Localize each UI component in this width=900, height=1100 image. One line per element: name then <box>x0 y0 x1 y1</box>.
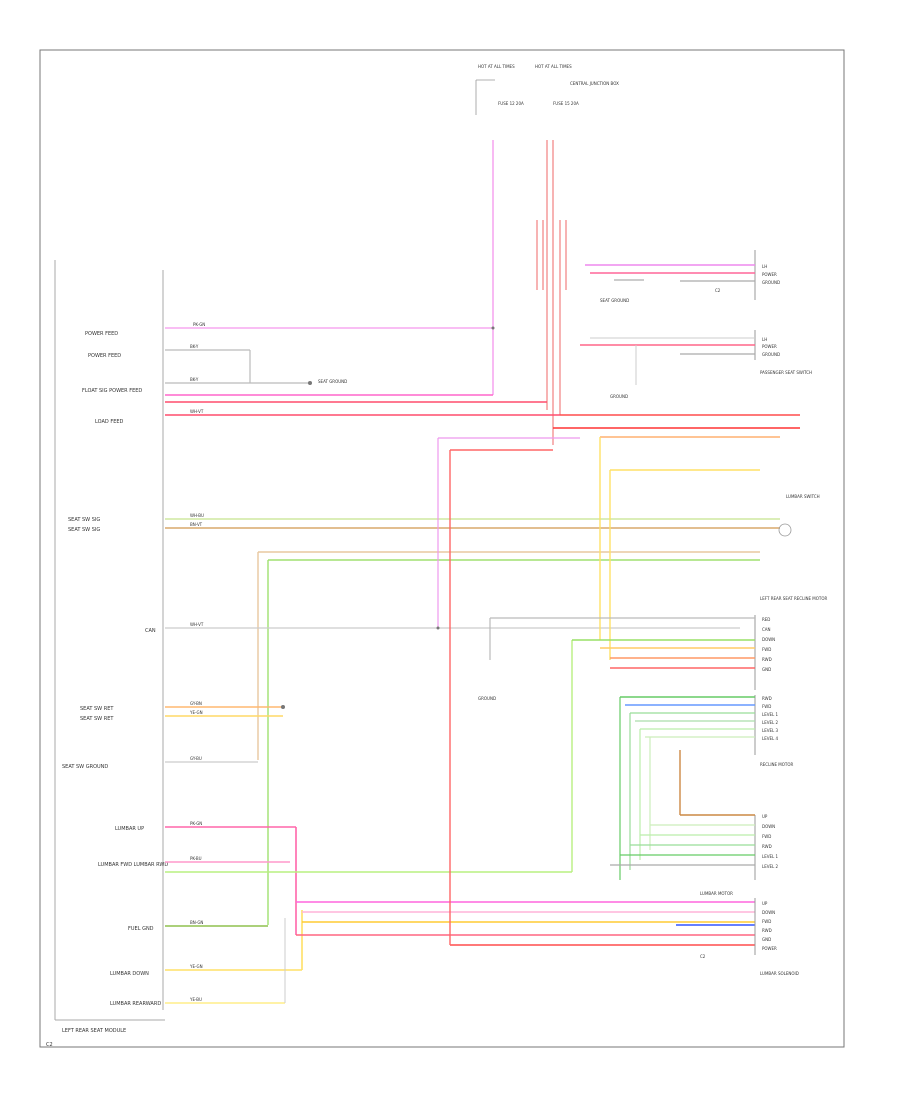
left-module-caption: LEFT REAR SEAT MODULE <box>62 1028 126 1034</box>
pin-label-12: FUEL GND <box>128 926 154 932</box>
lumbar-motor-pin-0: UP <box>762 814 768 819</box>
recline-caption: RECLINE MOTOR <box>760 762 793 767</box>
pin-label-11: LUMBAR FWD LUMBAR RWD <box>98 862 168 868</box>
lumbar-motor-pin-2: FWD <box>762 834 771 839</box>
lumbar-switch-caption: LUMBAR SWITCH <box>786 494 820 499</box>
wire-13: YE-GN <box>189 964 203 969</box>
recline-pin-5: LEVEL 4 <box>762 736 779 741</box>
recline-pin-1: FWD <box>762 704 771 709</box>
solenoid-caption: LUMBAR SOLENOID <box>760 971 799 976</box>
recline-pin-3: LEVEL 2 <box>762 720 779 725</box>
wire-4: WH-BU <box>190 513 204 518</box>
wire-14: YE-BU <box>189 997 202 1002</box>
pin-label-3: LOAD FEED <box>95 419 124 425</box>
pin-label-10: LUMBAR UP <box>115 826 144 832</box>
pin-label-14: LUMBAR REARWARD <box>110 1001 161 1007</box>
pin-label-0: POWER FEED <box>85 331 118 337</box>
fuse-right-title: HOT AT ALL TIMES <box>535 64 572 69</box>
footer-connector: C2 <box>46 1042 53 1048</box>
pin-label-5: SEAT SW SIG <box>68 527 100 533</box>
left-ground: SEAT GROUND <box>250 326 495 709</box>
lumbar-motor-pin-1: DOWN <box>762 824 775 829</box>
left-wires: PK-GN BK-Y BK-Y WH-VT WH-BU BN-VT WH-VT … <box>165 322 780 1004</box>
pin-label-1: POWER FEED <box>88 353 121 359</box>
pass-switch-pin-1: POWER <box>762 344 777 349</box>
solenoid-connector: C2 <box>700 954 706 959</box>
fuse-left-number: FUSE 12 20A <box>498 101 524 106</box>
recline-motor: RWD FWD LEVEL 1 LEVEL 2 LEVEL 3 LEVEL 4 … <box>619 695 793 880</box>
lumbar-motor: UP DOWN FWD RWD LEVEL 1 LEVEL 2 LUMBAR M… <box>610 750 779 896</box>
rear-recline-module: LEFT REAR SEAT RECLINE MOTOR RED CAN DOW… <box>478 596 827 701</box>
top-fuse-left: HOT AT ALL TIMES FUSE 12 20A <box>475 64 524 115</box>
lumbar-bus <box>296 437 755 946</box>
wire-12: BN-GN <box>190 920 203 925</box>
ground-label-3: SEAT GROUND <box>318 379 347 384</box>
fuse-right-number: FUSE 15 20A <box>553 101 579 106</box>
ground-label-2: GROUND <box>478 696 496 701</box>
lumbar-motor-pin-3: RWD <box>762 844 772 849</box>
seat-switch-top: LH POWER GROUND SEAT GROUND C2 <box>585 250 780 303</box>
rear-module-caption: LEFT REAR SEAT RECLINE MOTOR <box>760 596 827 601</box>
recline-pin-0: RWD <box>762 696 772 701</box>
solenoid-pin-2: FWD <box>762 919 771 924</box>
top-switch-connector: C2 <box>715 288 721 293</box>
recline-pin-2: LEVEL 1 <box>762 712 779 717</box>
rear-pin-2: DOWN <box>762 637 775 642</box>
pass-switch-pin-2: GROUND <box>762 352 780 357</box>
rear-pin-0: RED <box>762 617 770 622</box>
pin-label-6: CAN <box>145 628 156 634</box>
rear-pin-3: FWD <box>762 647 771 652</box>
passenger-seat-switch: LH POWER GROUND PASSENGER SEAT SWITCH GR… <box>580 330 812 399</box>
wire-8: YE-GN <box>189 710 203 715</box>
pass-switch-pin-0: LH <box>762 337 767 342</box>
top-switch-pin-2: GROUND <box>762 280 780 285</box>
lumbar-motor-pin-5: LEVEL 2 <box>762 864 779 869</box>
wire-6: WH-VT <box>190 622 204 627</box>
left-module-labels: POWER FEED POWER FEED FLOAT SIG POWER FE… <box>46 331 168 1048</box>
wire-10: PK-GN <box>190 821 202 826</box>
diagram-frame <box>39 49 845 1048</box>
upper-right-outputs <box>553 414 800 660</box>
lumbar-solenoid: UP DOWN FWD RWD GND POWER LUMBAR SOLENOI… <box>700 898 799 976</box>
pin-label-7: SEAT SW RET <box>80 706 114 712</box>
lumbar-motor-pin-4: LEVEL 1 <box>762 854 779 859</box>
solenoid-pin-0: UP <box>762 901 768 906</box>
rear-pin-4: RWD <box>762 657 772 662</box>
recline-pin-4: LEVEL 3 <box>762 728 779 733</box>
pass-switch-caption: PASSENGER SEAT SWITCH <box>760 370 812 375</box>
pin-label-4: SEAT SW SIG <box>68 517 100 523</box>
rear-pin-1: CAN <box>762 627 771 632</box>
pin-label-13: LUMBAR DOWN <box>110 971 149 977</box>
wire-5: BN-VT <box>190 522 203 527</box>
top-switch-pin-0: LH <box>762 264 767 269</box>
top-fuse-right: HOT AT ALL TIMES FUSE 15 20A CENTRAL JUN… <box>535 64 619 106</box>
wire-11: PK-BU <box>190 856 202 861</box>
fuse-left-title: HOT AT ALL TIMES <box>478 64 515 69</box>
wire-0: PK-GN <box>193 322 205 327</box>
solenoid-pin-1: DOWN <box>762 910 775 915</box>
ground-label-1: GROUND <box>610 394 628 399</box>
fuse-right-note: CENTRAL JUNCTION BOX <box>570 81 619 86</box>
pin-label-8: SEAT SW RET <box>80 716 114 722</box>
top-switch-pin-1: POWER <box>762 272 777 277</box>
lumbar-switch: LUMBAR SWITCH <box>778 494 820 537</box>
wire-7: GY-BN <box>190 701 202 706</box>
seat-ground-label-0: SEAT GROUND <box>600 298 629 303</box>
wire-1: BK-Y <box>190 344 199 349</box>
pin-label-2: FLOAT SIG POWER FEED <box>82 388 142 394</box>
solenoid-pin-4: GND <box>762 937 771 942</box>
wire-9: GY-BU <box>190 756 202 761</box>
pin-label-9: SEAT SW GROUND <box>62 764 108 770</box>
rear-pin-5: GND <box>762 667 771 672</box>
lumbar-motor-caption: LUMBAR MOTOR <box>700 891 733 896</box>
solenoid-pin-5: POWER <box>762 946 777 951</box>
wire-2: BK-Y <box>190 377 199 382</box>
wire-3: WH-VT <box>190 409 204 414</box>
solenoid-pin-3: RWD <box>762 928 772 933</box>
